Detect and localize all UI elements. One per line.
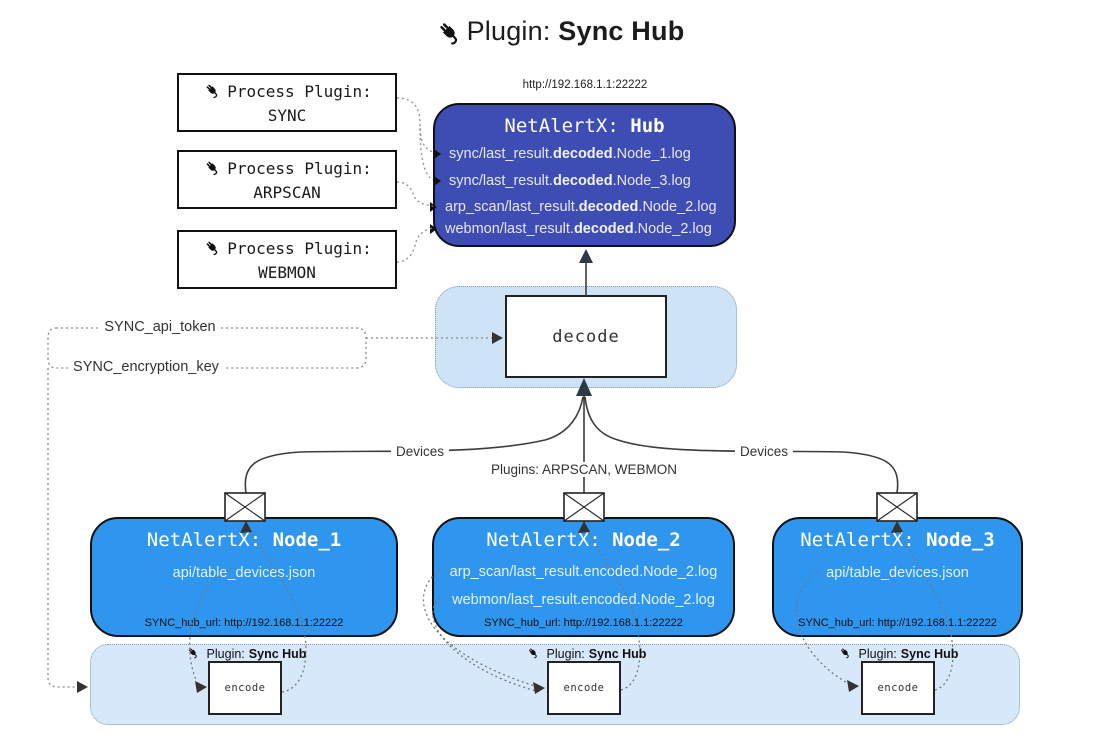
plug-icon — [838, 645, 852, 662]
process-plugin-sync-box: Process Plugin: SYNC — [177, 73, 397, 132]
hub-log-row: arp_scan/last_result.decoded.Node_2.log — [430, 199, 730, 215]
node-file: webmon/last_result.encoded.Node_2.log — [452, 592, 715, 608]
page-title-prefix: Plugin: — [466, 16, 551, 46]
plug-icon — [202, 80, 221, 103]
plug-icon — [433, 16, 463, 53]
encode-box: encode — [861, 661, 935, 715]
plugin-to-hub-connectors — [396, 97, 434, 263]
hub-log-row: sync/last_result.decoded.Node_3.log — [434, 173, 730, 189]
page-title-name: Sync Hub — [558, 16, 685, 46]
log-arrow-icon — [430, 224, 437, 234]
process-plugin-label: Process Plugin: — [227, 81, 372, 101]
process-plugin-webmon-box: Process Plugin: WEBMON — [177, 230, 397, 289]
encode-label: encode — [563, 682, 605, 694]
log-arrow-icon — [434, 176, 441, 186]
hub-log-row: sync/last_result.decoded.Node_1.log — [434, 146, 730, 162]
encode-box: encode — [208, 661, 282, 715]
netalertx-hub-box: NetAlertX: Hub sync/last_result.decoded.… — [430, 103, 736, 247]
devices-edge-label-left: Devices — [390, 444, 450, 459]
process-plugin-name: SYNC — [267, 106, 307, 125]
plugins-edge-label: Plugins: ARPSCAN, WEBMON — [485, 462, 683, 477]
hub-url-label: http://192.168.1.1:22222 — [522, 79, 648, 91]
node-title: NetAlertX: Node_3 — [800, 529, 995, 551]
node-file: arp_scan/last_result.encoded.Node_2.log — [449, 564, 718, 580]
decode-label: decode — [552, 326, 620, 347]
netalertx-node2-box: NetAlertX: Node_2 arp_scan/last_result.e… — [432, 517, 735, 637]
devices-edge-label-right: Devices — [734, 444, 794, 459]
arrowhead — [77, 681, 88, 693]
process-plugin-label: Process Plugin: — [227, 158, 372, 178]
plug-icon — [526, 645, 540, 662]
node-file: api/table_devices.json — [826, 565, 969, 581]
arrowhead-up — [579, 249, 593, 263]
hub-title-prefix: NetAlertX: — [504, 115, 619, 137]
node-hub-url: SYNC_hub_url: http://192.168.1.1:22222 — [798, 617, 997, 629]
plug-icon — [186, 645, 200, 662]
process-plugin-label: Process Plugin: — [227, 238, 372, 258]
log-arrow-icon — [430, 202, 437, 212]
sync-api-token-label: SYNC_api_token — [99, 319, 221, 335]
hub-log-row: webmon/last_result.decoded.Node_2.log — [430, 221, 730, 237]
encode-label: encode — [224, 682, 266, 694]
log-arrow-icon — [434, 149, 441, 159]
page-title: Plugin: Sync Hub — [0, 16, 1117, 53]
node-title: NetAlertX: Node_1 — [146, 529, 342, 551]
node-title: NetAlertX: Node_2 — [486, 529, 681, 551]
hub-title-name: Hub — [630, 115, 665, 137]
hub-title: NetAlertX: Hub — [435, 115, 734, 137]
encoder-plugin-label: Plugin:Sync Hub — [526, 645, 646, 662]
node-file: api/table_devices.json — [172, 565, 316, 581]
plug-icon — [202, 237, 221, 260]
process-plugin-name: ARPSCAN — [253, 183, 321, 202]
sync-encryption-key-label: SYNC_encryption_key — [68, 359, 224, 375]
netalertx-node1-box: NetAlertX: Node_1 api/table_devices.json… — [90, 517, 398, 637]
node-hub-url: SYNC_hub_url: http://192.168.1.1:22222 — [484, 617, 683, 629]
encoder-plugin-label: Plugin:Sync Hub — [838, 645, 958, 662]
plug-icon — [202, 157, 221, 180]
node-hub-url: SYNC_hub_url: http://192.168.1.1:22222 — [144, 617, 344, 629]
encode-box: encode — [547, 661, 621, 715]
node-to-decode-curves — [244, 395, 899, 494]
encoder-plugin-label: Plugin:Sync Hub — [186, 645, 306, 662]
process-plugin-name: WEBMON — [258, 263, 316, 282]
encode-label: encode — [877, 682, 919, 694]
netalertx-node3-box: NetAlertX: Node_3 api/table_devices.json… — [772, 517, 1023, 637]
decode-box: decode — [505, 295, 667, 378]
process-plugin-arpscan-box: Process Plugin: ARPSCAN — [177, 150, 397, 209]
